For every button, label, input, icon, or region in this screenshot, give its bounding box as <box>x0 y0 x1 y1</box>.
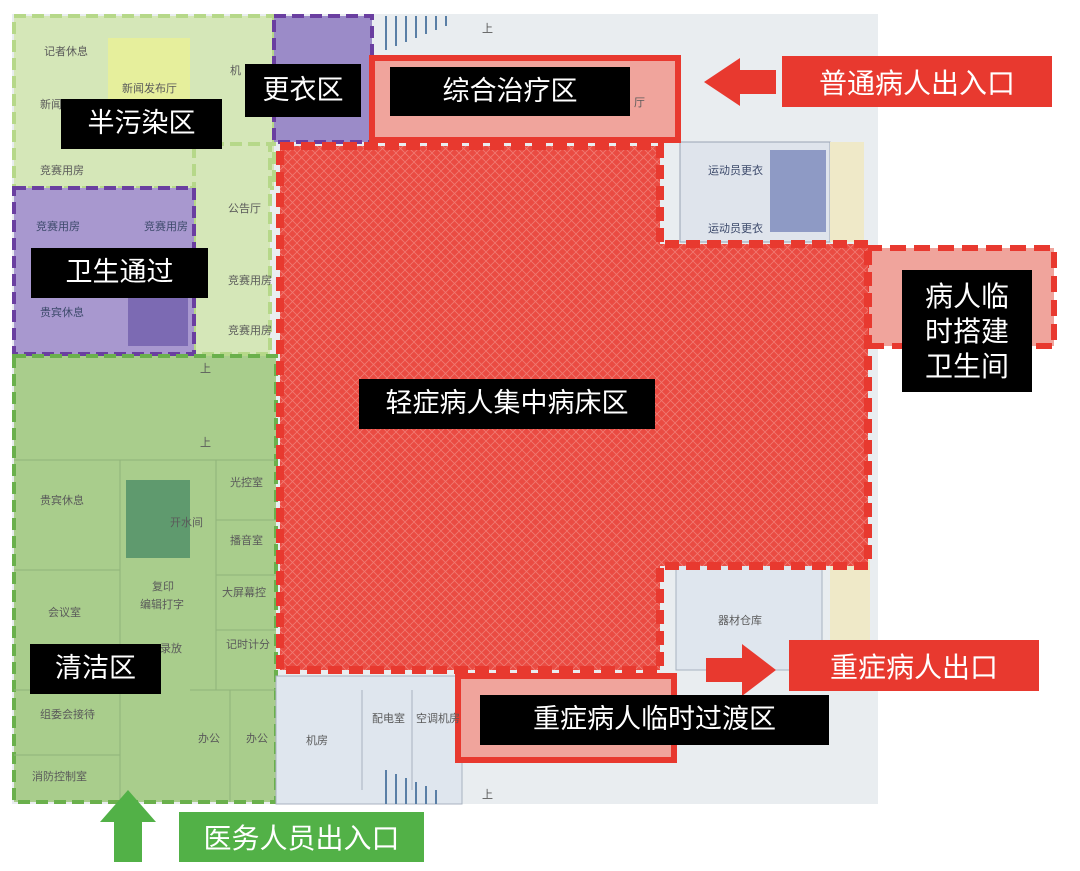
zone-label-temp-toilet: 病人临 时搭建 卫生间 <box>902 270 1032 392</box>
room-label-broadcast: 播音室 <box>230 533 263 547</box>
stair-block <box>830 142 864 242</box>
room-label-athlete-changing-1: 运动员更衣 <box>708 163 763 177</box>
top-stairs <box>385 16 447 50</box>
room-label-office-2: 办公 <box>246 732 268 745</box>
room-label-vip-rest-2: 贵宾休息 <box>40 493 84 507</box>
room-label-competition-2: 竞赛用房 <box>36 219 80 233</box>
general-entry-arrow-icon <box>704 58 776 106</box>
room-label-up-bottom: 上 <box>482 788 493 801</box>
room-label-news-partial: 新闻 <box>40 97 62 111</box>
room-label-vip-rest-1: 贵宾休息 <box>40 305 84 319</box>
room-label-meeting: 会议室 <box>48 605 81 619</box>
zone-label-clean: 清洁区 <box>30 644 161 694</box>
room-label-machine-room: 机房 <box>306 733 328 747</box>
temp-toilet-line-2: 时搭建 <box>924 314 1009 348</box>
bottom-stairs <box>385 770 437 804</box>
room-label-news-release: 新闻发布厅 <box>122 81 177 95</box>
temp-toilet-line-3: 卫生间 <box>924 349 1009 383</box>
room-label-competition-4: 竞赛用房 <box>228 273 272 287</box>
room-label-up-2: 上 <box>200 436 211 449</box>
room-label-ac-room: 空调机房 <box>416 711 460 725</box>
entry-label-medical-staff: 医务人员出入口 <box>179 812 424 862</box>
room-label-reporter-rest: 记者休息 <box>44 44 88 58</box>
zone-label-semi-contaminated: 半污染区 <box>61 99 222 149</box>
room-label-competition-5: 竞赛用房 <box>228 323 272 337</box>
room-label-copy: 复印 <box>152 579 174 593</box>
room-label-up-top: 上 <box>482 22 493 35</box>
room-label-equipment-storage: 器材仓库 <box>718 613 762 627</box>
zone-label-changing: 更衣区 <box>245 64 361 117</box>
entry-label-general-patient: 普通病人出入口 <box>782 56 1052 107</box>
room-label-water-room: 开水间 <box>170 516 203 529</box>
entry-label-severe-exit: 重症病人出口 <box>789 640 1039 691</box>
room-label-light-control: 光控室 <box>230 475 263 489</box>
room-label-edit-print: 编辑打字 <box>140 597 184 611</box>
zone-label-severe-transition: 重症病人临时过渡区 <box>480 695 829 745</box>
zone-label-mild-ward: 轻症病人集中病床区 <box>359 379 655 429</box>
room-label-office-1: 办公 <box>198 732 220 745</box>
room-label-competition-1: 竞赛用房 <box>40 163 84 177</box>
room-label-timing: 记时计分 <box>226 638 270 651</box>
zone-label-comprehensive-treatment: 综合治疗区 <box>390 67 630 116</box>
clean-zone <box>12 354 278 804</box>
room-label-big-screen: 大屏幕控 <box>222 585 266 599</box>
room-label-fire-control: 消防控制室 <box>32 769 87 783</box>
room-label-distribution: 配电室 <box>372 711 405 725</box>
room-label-athlete-changing-2: 运动员更衣 <box>708 221 763 235</box>
room-label-announcement: 公告厅 <box>228 202 261 215</box>
zone-label-sanitation-passage: 卫生通过 <box>31 248 208 298</box>
room-label-competition-3: 竞赛用房 <box>144 219 188 233</box>
room-label-machine: 机 <box>230 63 241 77</box>
semi-contaminated-corridor <box>192 142 272 356</box>
temp-toilet-line-1: 病人临 <box>924 279 1009 313</box>
water-room-fixture <box>126 480 190 558</box>
room-label-up-1: 上 <box>200 362 211 375</box>
bottom-service-rooms <box>275 675 463 805</box>
room-label-recording: 录放 <box>160 641 182 655</box>
severe-exit-arrow-icon <box>706 644 776 696</box>
staff-entry-arrow-icon <box>100 790 156 862</box>
athlete-lockers <box>770 150 826 232</box>
room-label-org-committee: 组委会接待 <box>40 707 95 721</box>
room-label-hall-partial: 厅 <box>634 96 645 109</box>
